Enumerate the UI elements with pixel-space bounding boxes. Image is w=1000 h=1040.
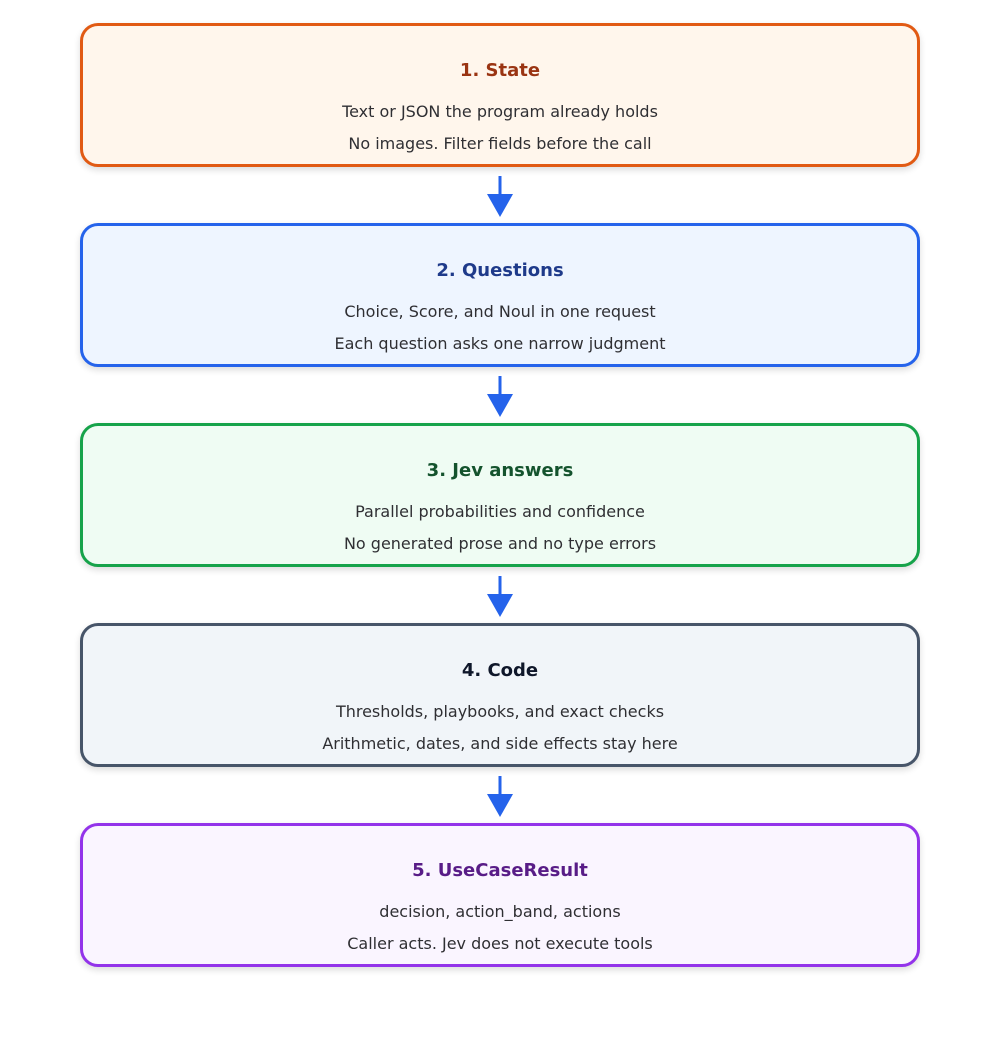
stage-title: 2. Questions [436,260,564,281]
stage-description: Choice, Score, and Noul in one request [344,302,656,321]
stage-note: Caller acts. Jev does not execute tools [347,934,653,953]
flow-arrow-down-icon [487,776,513,817]
stage-note: Each question asks one narrow judgment [334,334,666,353]
flow-arrow-down-icon [487,576,513,617]
stage-description: decision, action_band, actions [379,902,621,921]
stage-jev-answers: 3. Jev answers Parallel probabilities an… [80,423,920,567]
stage-title: 5. UseCaseResult [412,860,588,881]
stage-title: 1. State [459,60,541,81]
stage-note: No generated prose and no type errors [343,534,657,553]
stage-questions: 2. Questions Choice, Score, and Noul in … [80,223,920,367]
stage-description: Parallel probabilities and confidence [355,502,645,521]
stage-note: Arithmetic, dates, and side effects stay… [322,734,678,753]
flow-arrow-down-icon [487,376,513,417]
stage-title: 4. Code [461,660,539,681]
stage-description: Text or JSON the program already holds [342,102,658,121]
stage-description: Thresholds, playbooks, and exact checks [335,702,665,721]
flow-arrow-down-icon [487,176,513,217]
stage-state: 1. State Text or JSON the program alread… [80,23,920,167]
stage-note: No images. Filter fields before the call [348,134,652,153]
stage-use-case-result: 5. UseCaseResult decision, action_band, … [80,823,920,967]
stage-title: 3. Jev answers [426,460,574,481]
stage-code: 4. Code Thresholds, playbooks, and exact… [80,623,920,767]
